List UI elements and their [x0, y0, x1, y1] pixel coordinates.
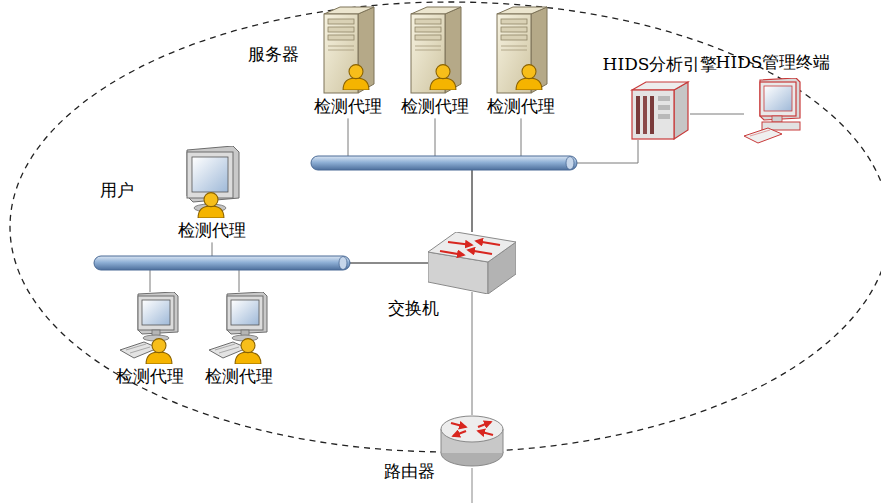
device-label: 检测代理 — [116, 366, 184, 386]
server-bus — [311, 156, 577, 170]
network-link — [348, 118, 472, 232]
device-label: HIDS分析引擎 — [603, 54, 718, 74]
device-icon — [428, 232, 516, 294]
device-icon — [207, 292, 271, 364]
server-node: 检测代理 — [491, 6, 551, 94]
user-pc-node: 检测代理 — [183, 146, 241, 218]
user-bus — [94, 256, 350, 270]
user-pc-node: 检测代理 — [118, 292, 182, 364]
hids-terminal-node: HIDS管理终端 — [742, 78, 804, 144]
device-icon — [318, 6, 378, 94]
device-icon — [118, 292, 182, 364]
group-label: 用户 — [100, 180, 134, 200]
device-label: HIDS管理终端 — [716, 52, 831, 72]
uplink-wire — [472, 468, 473, 503]
user-pc-node: 检测代理 — [207, 292, 271, 364]
device-icon — [183, 146, 241, 218]
network-link — [472, 140, 638, 232]
router-node: 路由器 — [439, 413, 505, 469]
switch-node: 交换机 — [428, 232, 516, 294]
network-link — [472, 292, 473, 415]
device-icon — [742, 78, 804, 144]
network-link — [472, 118, 521, 232]
device-icon — [491, 6, 551, 94]
device-label: 检测代理 — [314, 96, 382, 116]
device-label: 检测代理 — [178, 220, 246, 240]
hids-engine-node: HIDS分析引擎 — [630, 80, 690, 140]
device-label: 路由器 — [384, 461, 435, 481]
device-icon — [630, 80, 690, 140]
device-label: 检测代理 — [205, 366, 273, 386]
device-label: 检测代理 — [401, 96, 469, 116]
network-link — [690, 114, 744, 115]
device-label: 检测代理 — [487, 96, 555, 116]
server-node: 检测代理 — [318, 6, 378, 94]
device-icon — [439, 413, 505, 469]
network-link — [435, 118, 472, 232]
server-node: 检测代理 — [405, 6, 465, 94]
network-boundary — [10, 2, 881, 452]
device-label: 交换机 — [388, 298, 439, 318]
device-icon — [405, 6, 465, 94]
group-label: 服务器 — [248, 44, 299, 64]
